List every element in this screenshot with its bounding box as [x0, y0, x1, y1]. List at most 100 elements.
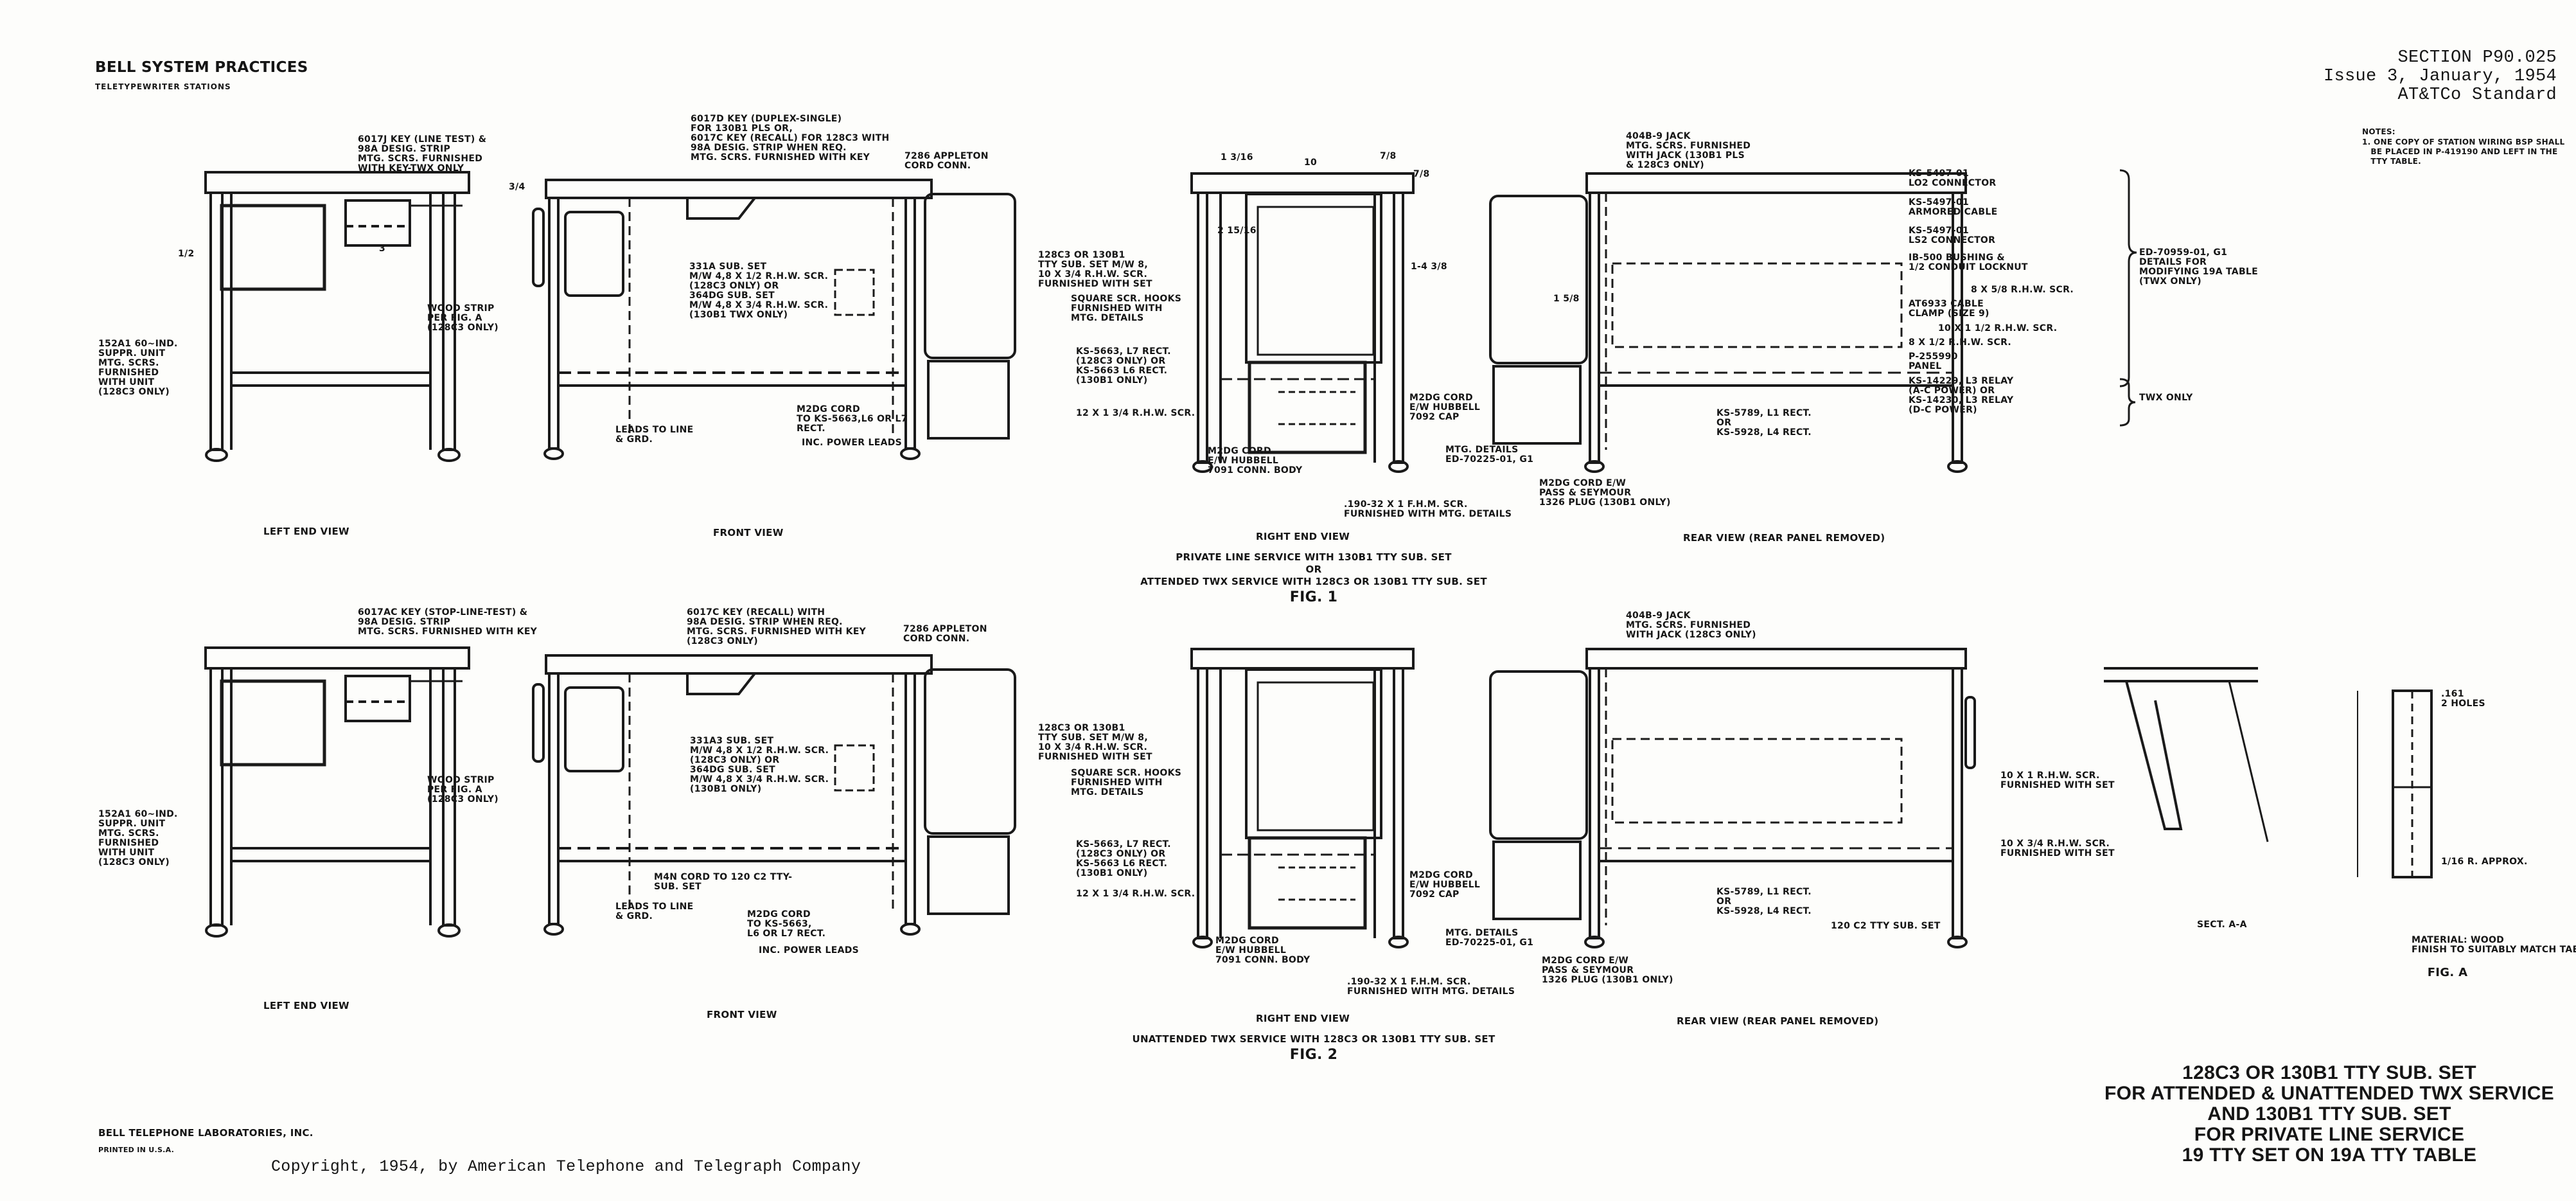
callout-suppr-unit: 152A1 60~IND. SUPPR. UNIT MTG. SCRS. FUR…: [98, 809, 178, 867]
callout-m4n: M4N CORD TO 120 C2 TTY- SUB. SET: [654, 872, 793, 892]
title-line: 128C3 OR 130B1 TTY SUB. SET: [2182, 1062, 2476, 1083]
callout-clamp: AT6933 CABLE CLAMP (SIZE 9): [1909, 299, 1989, 319]
fig2-right-end-view-label: RIGHT END VIEW: [1256, 1013, 1350, 1024]
callout-plug: M2DG CORD E/W PASS & SEYMOUR 1326 PLUG (…: [1542, 956, 1673, 985]
title-line: AND 130B1 TTY SUB. SET: [2207, 1103, 2451, 1125]
callout-fhm-screw: .190-32 X 1 F.H.M. SCR. FURNISHED WITH M…: [1347, 977, 1515, 997]
fig1-front-view-label: FRONT VIEW: [713, 527, 784, 538]
callout-cap: M2DG CORD E/W HUBBELL 7092 CAP: [1409, 393, 1481, 422]
callout-screw: 12 X 1 3/4 R.H.W. SCR.: [1076, 408, 1195, 418]
fig1-caption-line: ATTENDED TWX SERVICE WITH 128C3 OR 130B1…: [1140, 576, 1487, 587]
fig2-front-view-label: FRONT VIEW: [707, 1009, 777, 1020]
callout-wood-strip: WOOD STRIP PER FIG. A (128C3 ONLY): [427, 303, 499, 333]
issue-date: Issue 3, January, 1954: [2323, 67, 2557, 86]
fig2-label: FIG. 2: [1289, 1047, 1338, 1063]
callout-appleton: 7286 APPLETON CORD CONN.: [904, 151, 989, 171]
fig1-caption-line: PRIVATE LINE SERVICE WITH 130B1 TTY SUB.…: [1176, 551, 1452, 563]
callout-appleton: 7286 APPLETON CORD CONN.: [903, 624, 987, 644]
callout-scr-10: 10 X 1 1/2 R.H.W. SCR.: [1938, 323, 2058, 334]
callout-m2dg-rect: M2DG CORD TO KS-5663,L6 OR L7 RECT.: [797, 404, 908, 434]
dimension: 1 3/16: [1221, 152, 1253, 163]
dimension: 7/8: [1380, 151, 1397, 161]
sect-a-a-label: SECT. A-A: [2197, 920, 2247, 930]
fig2-caption: UNATTENDED TWX SERVICE WITH 128C3 OR 130…: [1132, 1033, 1495, 1045]
callout-ks5789: KS-5789, L1 RECT. OR KS-5928, L4 RECT.: [1716, 408, 1812, 438]
fig2-left-end-view-label: LEFT END VIEW: [263, 1000, 349, 1011]
callout-scr-10x34: 10 X 3/4 R.H.W. SCR. FURNISHED WITH SET: [2000, 839, 2115, 858]
callout-cap: M2DG CORD E/W HUBBELL 7092 CAP: [1409, 870, 1481, 900]
notes-heading: NOTES:: [2362, 127, 2395, 136]
callout-plug: M2DG CORD E/W PASS & SEYMOUR 1326 PLUG (…: [1539, 478, 1671, 508]
callout-armored: KS-5497-01 ARMORED CABLE: [1909, 197, 1998, 217]
callout-sub-set: 331A3 SUB. SET M/W 4,8 X 1/2 R.H.W. SCR.…: [690, 736, 829, 794]
callout-mtg-details: MTG. DETAILS ED-70225-01, G1: [1445, 445, 1534, 465]
dimension: 10: [1304, 157, 1318, 168]
title-line: FOR ATTENDED & UNATTENDED TWX SERVICE: [2104, 1083, 2555, 1104]
callout-duplex-key: 6017D KEY (DUPLEX-SINGLE) FOR 130B1 PLS …: [691, 114, 890, 163]
callout-ls2: KS-5497-01 LS2 CONNECTOR: [1909, 226, 1996, 245]
dimension: 1/2: [178, 249, 195, 259]
dimension: 3: [379, 244, 386, 254]
callout-hooks: SQUARE SCR. HOOKS FURNISHED WITH MTG. DE…: [1071, 294, 1182, 323]
callout-lo2: KS-5497-01 LO2 CONNECTOR: [1909, 168, 1997, 188]
fig1-caption-line: OR: [1305, 564, 1322, 575]
callout-tty-sub-set: 128C3 OR 130B1 TTY SUB. SET M/W 8, 10 X …: [1038, 250, 1152, 289]
callout-mtg-details: MTG. DETAILS ED-70225-01, G1: [1445, 928, 1534, 948]
title-line: 19 TTY SET ON 19A TTY TABLE: [2182, 1144, 2477, 1166]
callout-conn-body: M2DG CORD E/W HUBBELL 7091 CONN. BODY: [1215, 936, 1310, 965]
callout-conn-body: M2DG CORD E/W HUBBELL 7091 CONN. BODY: [1208, 446, 1303, 476]
callout-rect: KS-5663, L7 RECT. (128C3 ONLY) OR KS-566…: [1076, 839, 1171, 878]
callout-relay: KS-14229, L3 RELAY (A-C POWER) OR KS-142…: [1909, 376, 2014, 415]
subject-title: TELETYPEWRITER STATIONS: [95, 82, 231, 91]
callout-panel: P-255990 PANEL: [1909, 351, 1958, 371]
callout-tty-120c2: 120 C2 TTY SUB. SET: [1831, 921, 1941, 931]
callout-leads: LEADS TO LINE & GRD.: [615, 902, 694, 921]
fig1-rear-view-label: REAR VIEW (REAR PANEL REMOVED): [1683, 532, 1885, 544]
callout-rect: KS-5663, L7 RECT. (128C3 ONLY) OR KS-566…: [1076, 346, 1171, 386]
fig1-right-end-view-label: RIGHT END VIEW: [1256, 531, 1350, 542]
callout-hooks: SQUARE SCR. HOOKS FURNISHED WITH MTG. DE…: [1071, 768, 1182, 797]
fig2-rear-view-label: REAR VIEW (REAR PANEL REMOVED): [1677, 1015, 1879, 1027]
dimension: 1-4 3/8: [1411, 262, 1447, 272]
callout-key: 6017J KEY (LINE TEST) & 98A DESIG. STRIP…: [358, 134, 487, 173]
callout-power-leads: INC. POWER LEADS: [759, 945, 860, 956]
fig1-label: FIG. 1: [1289, 589, 1338, 605]
labs-name: BELL TELEPHONE LABORATORIES, INC.: [98, 1127, 313, 1139]
callout-recall-key: 6017C KEY (RECALL) WITH 98A DESIG. STRIP…: [687, 607, 867, 646]
fig-a-material: MATERIAL: WOOD FINISH TO SUITABLY MATCH …: [2412, 935, 2576, 955]
callout-wood-strip: WOOD STRIP PER FIG. A (128C3 ONLY): [427, 775, 499, 805]
callout-m2dg-rect: M2DG CORD TO KS-5663, L6 OR L7 RECT.: [747, 909, 826, 939]
dimension: 2 15/16: [1217, 226, 1257, 236]
printed-in: PRINTED IN U.S.A.: [98, 1146, 175, 1154]
callout-fhm-screw: .190-32 X 1 F.H.M. SCR. FURNISHED WITH M…: [1344, 499, 1512, 519]
callout-scr-812: 8 X 1/2 R.H.W. SCR.: [1909, 337, 2012, 348]
callout-ed-details: ED-70959-01, G1 DETAILS FOR MODIFYING 19…: [2139, 247, 2258, 287]
callout-twx-only: TWX ONLY: [2139, 393, 2193, 403]
fig-a-radius: 1/16 R. APPROX.: [2441, 857, 2528, 867]
title-line: FOR PRIVATE LINE SERVICE: [2194, 1124, 2465, 1145]
callout-leads: LEADS TO LINE & GRD.: [615, 425, 694, 445]
callout-key: 6017AC KEY (STOP-LINE-TEST) & 98A DESIG.…: [358, 607, 538, 637]
callout-suppr-unit: 152A1 60~IND. SUPPR. UNIT MTG. SCRS. FUR…: [98, 339, 178, 397]
copyright: Copyright, 1954, by American Telephone a…: [271, 1157, 861, 1176]
callout-jack: 404B-9 JACK MTG. SCRS. FURNISHED WITH JA…: [1626, 610, 1756, 640]
callout-scr-858: 8 X 5/8 R.H.W. SCR.: [1971, 285, 2074, 295]
fig-a-holes: .161 2 HOLES: [2441, 689, 2485, 709]
standard-label: AT&TCo Standard: [2397, 85, 2557, 105]
callout-sub-set: 331A SUB. SET M/W 4,8 X 1/2 R.H.W. SCR. …: [689, 262, 829, 320]
fig-a-label: FIG. A: [2427, 966, 2468, 979]
dimension: 7/8: [1413, 169, 1430, 179]
callout-ks5789: KS-5789, L1 RECT. OR KS-5928, L4 RECT.: [1716, 887, 1812, 916]
callout-tty-sub-set: 128C3 OR 130B1 TTY SUB. SET M/W 8, 10 X …: [1038, 723, 1152, 762]
note-item: 1. ONE COPY OF STATION WIRING BSP SHALL …: [2362, 138, 2565, 166]
callout-scr-10x1: 10 X 1 R.H.W. SCR. FURNISHED WITH SET: [2000, 770, 2115, 790]
practice-title: BELL SYSTEM PRACTICES: [95, 59, 308, 76]
callout-bushing: IB-500 BUSHING & 1/2 CONDUIT LOCKNUT: [1909, 253, 2028, 272]
section-number: SECTION P90.025: [2397, 48, 2557, 67]
callout-power-leads: INC. POWER LEADS: [802, 438, 903, 448]
dimension: 3/4: [509, 182, 525, 192]
callout-jack: 404B-9 JACK MTG. SCRS. FURNISHED WITH JA…: [1626, 131, 1751, 170]
fig1-left-end-view-label: LEFT END VIEW: [263, 526, 349, 537]
dimension: 1 5/8: [1553, 294, 1580, 304]
